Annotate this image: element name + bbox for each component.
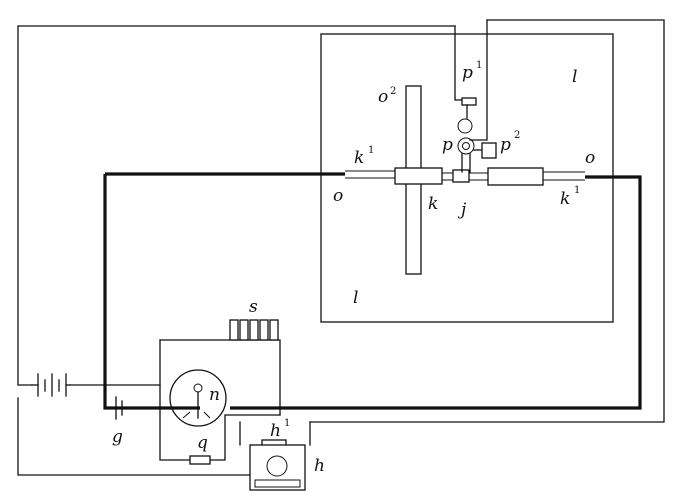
label-l-bottom: l — [353, 288, 358, 308]
label-s: s — [249, 297, 258, 317]
label-q: q — [197, 433, 208, 453]
instrument-h — [239, 421, 311, 491]
cell-g — [115, 396, 123, 420]
label-o2-sup: 2 — [390, 86, 396, 97]
heavy-circuit-loop — [103, 172, 642, 410]
label-k1-right: k — [560, 189, 570, 209]
relay-n — [169, 369, 227, 427]
label-o-right: o — [585, 148, 595, 168]
label-o-left: o — [333, 186, 343, 206]
label-p: p — [442, 135, 453, 155]
label-n: n — [209, 385, 220, 405]
label-k1-right-sup: 1 — [574, 185, 580, 196]
label-k-center: k — [428, 194, 438, 214]
label-j: j — [457, 200, 467, 220]
resistor-q — [189, 455, 211, 465]
horizontal-rod-assembly — [345, 167, 585, 186]
label-h1-sup: 1 — [284, 418, 290, 429]
coils-s — [229, 319, 279, 341]
label-p2-sup: 2 — [514, 130, 520, 141]
label-k1-left-sup: 1 — [368, 145, 374, 156]
battery — [31, 373, 71, 397]
label-p1-sup: 1 — [476, 60, 482, 71]
label-k1-left: k — [354, 148, 364, 168]
label-p1: p — [462, 63, 473, 83]
label-h: h — [314, 456, 325, 476]
label-h1: h — [270, 421, 281, 441]
label-p2: p — [500, 135, 511, 155]
label-o2: o — [378, 87, 388, 107]
label-g: g — [112, 427, 123, 447]
apparatus-frame — [159, 339, 281, 461]
coupling-assembly — [457, 97, 497, 173]
label-l-top: l — [572, 67, 577, 87]
outer-wire-loop — [17, 19, 665, 476]
